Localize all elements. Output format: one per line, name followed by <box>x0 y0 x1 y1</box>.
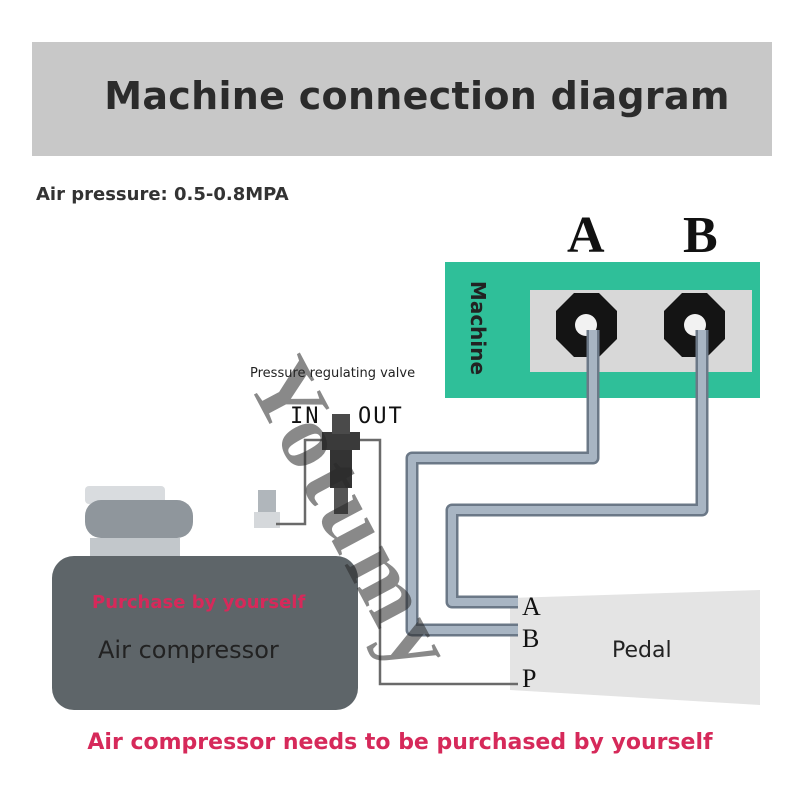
air-pressure-spec: Air pressure: 0.5-0.8MPA <box>36 184 289 205</box>
pedal-label: Pedal <box>612 638 672 663</box>
compressor-label: Air compressor <box>98 636 279 664</box>
compressor-motor <box>85 500 193 538</box>
valve-filter <box>334 488 348 514</box>
valve-out-label: OUT <box>358 404 404 429</box>
compressor-outlet-base <box>254 512 280 528</box>
valve-knob <box>332 414 350 434</box>
pedal-supply-line <box>360 438 518 686</box>
valve-head <box>322 432 360 450</box>
compressor-top-fitting <box>85 486 165 504</box>
title-bar <box>32 42 772 156</box>
page-title: Machine connection diagram <box>104 74 730 118</box>
machine-label-wrap: Machine <box>448 268 508 388</box>
hose-b <box>448 330 706 606</box>
purchase-note: Purchase by yourself <box>92 592 306 613</box>
pedal-port-a-label: A <box>522 592 541 621</box>
pedal-port-b-label: B <box>522 624 540 653</box>
machine-port-a-label: A <box>567 207 605 264</box>
pedal-port-p-label: P <box>522 664 537 693</box>
machine-port-b-label: B <box>683 207 718 264</box>
hose-a <box>408 330 597 634</box>
pedal-body <box>510 590 760 705</box>
compressor-tank <box>52 556 358 710</box>
footer-note: Air compressor needs to be purchased by … <box>87 730 713 755</box>
compressor-outlet-fitting <box>258 490 276 512</box>
valve-label: Pressure regulating valve <box>250 366 416 381</box>
compressor-base <box>90 538 180 556</box>
machine-label: Machine <box>466 280 490 376</box>
valve-in-label: IN <box>290 404 321 429</box>
supply-line <box>276 438 322 526</box>
valve-body <box>330 450 352 488</box>
